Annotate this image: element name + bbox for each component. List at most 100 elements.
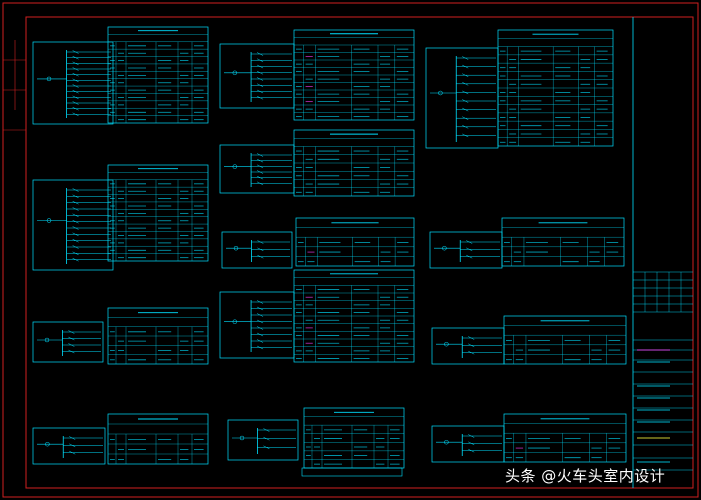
breaker-symbol	[256, 332, 264, 337]
table-frame	[501, 217, 625, 267]
breaker-symbol	[72, 72, 79, 77]
breaker-symbol	[462, 125, 469, 129]
breaker-symbol	[256, 89, 264, 94]
meter-symbol	[442, 245, 447, 251]
panel-9	[227, 407, 405, 469]
breaker-symbol	[468, 343, 475, 348]
meter-symbol	[232, 164, 238, 169]
breaker-symbol	[256, 71, 264, 75]
breaker-symbol	[256, 164, 264, 169]
breaker-symbol	[72, 50, 79, 54]
panel-1	[32, 26, 209, 125]
meter-symbol	[438, 90, 443, 96]
breaker-symbol	[257, 254, 264, 259]
breaker-symbol	[256, 300, 264, 304]
breaker-symbol	[69, 443, 76, 448]
breaker-symbol	[462, 107, 469, 112]
panel-13	[431, 413, 627, 463]
breaker-symbol	[468, 448, 475, 453]
breaker-symbol	[72, 84, 79, 88]
breaker-symbol	[462, 73, 469, 77]
breaker-symbol	[466, 247, 473, 252]
panel-10	[425, 29, 614, 149]
table-frame	[503, 315, 627, 365]
schematic-frame	[227, 419, 299, 461]
breaker-symbol	[468, 434, 475, 438]
panel-6	[219, 129, 415, 197]
breaker-symbol	[257, 240, 264, 244]
panel-11	[429, 217, 625, 269]
breaker-symbol	[72, 226, 79, 230]
breaker-symbol	[256, 170, 264, 174]
panel-4	[32, 413, 209, 465]
breaker-symbol	[257, 247, 264, 252]
schematic-frame	[219, 43, 295, 109]
breaker-symbol	[256, 313, 264, 317]
breaker-symbol	[72, 200, 79, 205]
breaker-symbol	[256, 96, 264, 100]
meter-symbol	[44, 337, 50, 343]
table-frame	[107, 26, 209, 124]
table-frame	[303, 407, 405, 469]
breaker-symbol	[69, 436, 76, 440]
breaker-symbol	[72, 207, 79, 211]
breaker-symbol	[256, 339, 264, 343]
panel-3	[32, 307, 209, 365]
table-footer-strip	[301, 467, 403, 477]
panel-5	[219, 29, 415, 121]
breaker-symbol	[69, 450, 76, 455]
schematic-frame	[32, 321, 104, 363]
breaker-symbol	[72, 106, 79, 111]
breaker-symbol	[72, 238, 79, 243]
breaker-symbol	[68, 343, 75, 347]
schematic-frame	[431, 327, 505, 365]
breaker-symbol	[72, 101, 79, 105]
breaker-symbol	[72, 61, 79, 66]
table-frame	[295, 217, 415, 267]
breaker-symbol	[256, 175, 264, 180]
breaker-symbol	[72, 95, 79, 100]
breaker-symbol	[462, 64, 469, 69]
breaker-symbol	[256, 306, 264, 311]
breaker-symbol	[256, 158, 264, 163]
breaker-symbol	[68, 349, 75, 354]
breaker-symbol	[72, 194, 79, 199]
breaker-symbol	[256, 153, 264, 157]
meter-symbol	[233, 245, 239, 251]
breaker-symbol	[72, 251, 79, 256]
schematic-frame	[431, 425, 505, 463]
meter-symbol	[239, 435, 245, 441]
breaker-symbol	[72, 219, 79, 224]
meter-symbol	[46, 218, 52, 223]
schematic-frame	[425, 47, 499, 149]
breaker-symbol	[468, 441, 475, 446]
schematic-frame	[32, 179, 114, 271]
breaker-symbol	[256, 77, 264, 81]
breaker-symbol	[68, 336, 75, 341]
breaker-symbol	[263, 445, 270, 450]
schematic-frame	[221, 231, 293, 269]
meter-symbol	[232, 319, 238, 324]
breaker-symbol	[468, 336, 475, 340]
schematic-frame	[219, 144, 295, 194]
breaker-symbol	[72, 257, 79, 262]
breaker-symbol	[466, 240, 473, 244]
breaker-symbol	[462, 90, 469, 95]
breaker-symbol	[256, 345, 264, 350]
breaker-symbol	[462, 133, 469, 138]
meter-symbol	[45, 441, 50, 447]
breaker-symbol	[256, 326, 264, 330]
breaker-symbol	[72, 232, 79, 237]
breaker-symbol	[256, 319, 264, 324]
breaker-symbol	[72, 245, 79, 249]
table-frame	[107, 413, 209, 465]
meter-symbol	[444, 439, 449, 445]
breaker-symbol	[72, 55, 79, 60]
breaker-symbol	[256, 181, 264, 186]
breaker-symbol	[263, 428, 270, 432]
schematic-frame	[32, 427, 106, 465]
breaker-symbol	[462, 116, 469, 120]
breaker-symbol	[462, 56, 469, 60]
